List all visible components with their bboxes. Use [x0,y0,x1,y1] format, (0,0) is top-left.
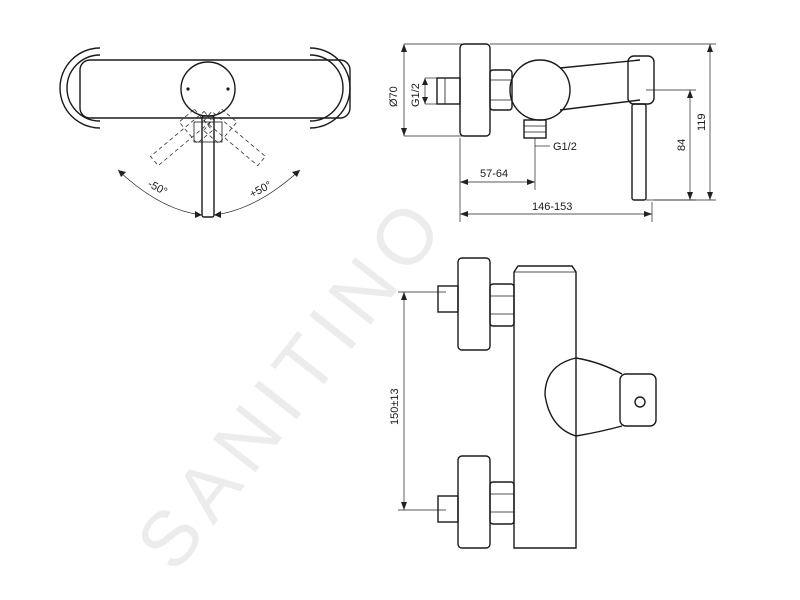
angle-right-label: +50° [248,179,274,200]
thread-inlet-label: G1/2 [410,83,422,107]
front-view: 150±13 [389,257,657,549]
side-view: Ø70 G1/2 G1/2 57-64 146-153 84 [388,43,716,222]
height-lever-label: 84 [676,139,688,151]
thread-outlet-label: G1/2 [553,141,577,153]
depth-total-label: 146-153 [532,201,572,213]
height-total-label: 119 [696,113,708,131]
diameter-label: Ø70 [388,86,400,107]
spacing-label: 150±13 [389,388,401,425]
depth-short-label: 57-64 [480,168,508,180]
watermark-text: SANITINO [119,178,464,586]
top-view: -50° +50° [59,47,351,218]
